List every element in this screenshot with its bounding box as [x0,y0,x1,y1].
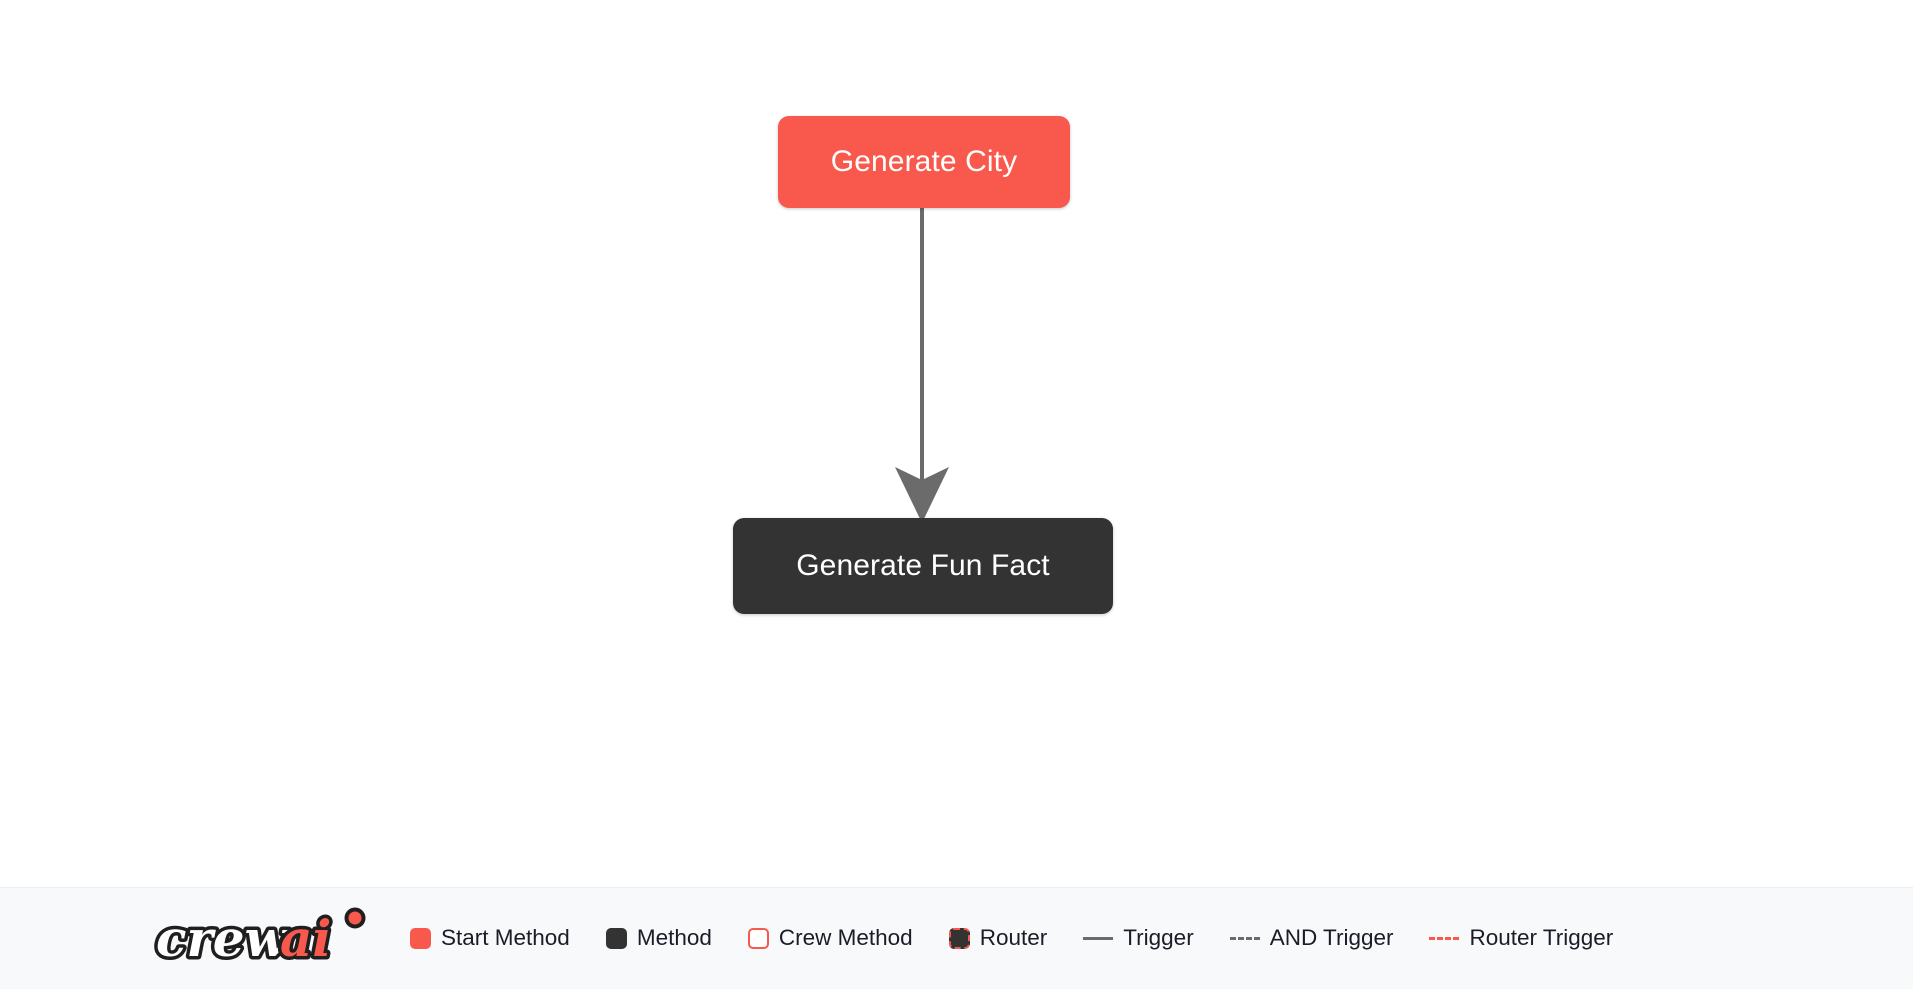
flow-node-label: Generate City [830,145,1018,178]
edge-generate-city-to-generate-fun-fact [895,207,949,523]
logo-text-ai: ai [280,909,331,968]
crew-method-swatch-icon [747,928,769,949]
legend-label: Start Method [441,925,570,951]
method-swatch-icon [605,928,627,949]
flow-node-label: Generate Fun Fact [796,549,1050,582]
router-swatch-icon [948,928,970,949]
start-method-swatch-icon [410,928,431,949]
legend-item-router-trigger: Router Trigger [1429,927,1613,950]
legend-label: Trigger [1123,925,1194,951]
legend-label: Crew Method [778,925,913,951]
legend-label: Router [979,925,1048,951]
legend-label: Router Trigger [1469,925,1614,951]
router-trigger-line-icon [1429,937,1460,940]
and-trigger-line-icon [1229,937,1260,940]
legend-item-method: Method [605,925,712,951]
legend-bar: crew ai Start Method Method Crew Method … [0,887,1913,989]
legend-item-crew-method: Crew Method [747,925,913,951]
trigger-line-icon [1083,937,1114,940]
legend-items: Start Method Method Crew Method Router T… [410,927,1613,950]
legend-item-router: Router [948,925,1048,951]
flow-node-generate-city[interactable]: Generate City [778,116,1070,208]
logo-text-crew: crew [156,909,290,968]
legend-item-trigger: Trigger [1083,925,1194,951]
logo-dot [344,907,366,928]
legend-label: AND Trigger [1269,925,1394,951]
legend-item-and-trigger: AND Trigger [1229,925,1394,951]
flow-node-generate-fun-fact[interactable]: Generate Fun Fact [733,518,1113,614]
legend-item-start-method: Start Method [410,927,570,950]
legend-label: Method [636,925,712,951]
flow-canvas[interactable]: Generate City Generate Fun Fact [0,0,1913,887]
crewai-logo: crew ai [153,907,366,971]
